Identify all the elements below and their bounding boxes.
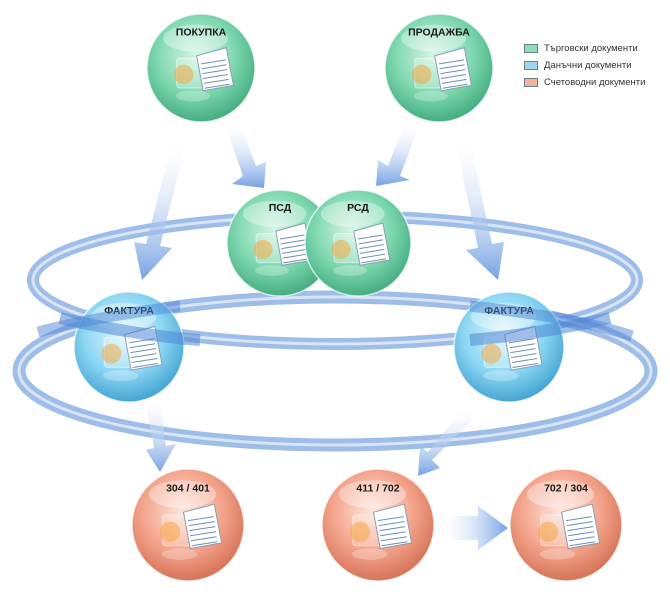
node-gloss xyxy=(163,24,229,52)
arrow-invoice-to-304-401 xyxy=(146,400,176,472)
node-rsd: РСД xyxy=(304,189,412,297)
node-label: ПСД xyxy=(269,202,292,214)
legend-item-accounting: Счетоводни документи xyxy=(524,74,645,91)
node-sale: ПРОДАЖБА xyxy=(384,13,494,123)
document-monitor-icon xyxy=(538,503,601,560)
node-psd: ПСД xyxy=(226,189,334,297)
document-monitor-icon xyxy=(350,503,413,560)
node-gloss xyxy=(148,480,216,509)
node-gloss xyxy=(338,480,406,509)
document-monitor-icon xyxy=(412,47,472,102)
document-monitor-icon xyxy=(174,47,234,102)
legend-swatch-tax xyxy=(524,61,538,70)
legend-swatch-trade xyxy=(524,44,538,53)
node-acc-411-702: 411 / 702 xyxy=(321,468,435,582)
legend-item-tax: Данъчни документи xyxy=(524,57,645,74)
node-label: 411 / 702 xyxy=(356,482,399,494)
arrow-invoice-to-411-702 xyxy=(418,410,474,476)
node-acc-702-304: 702 / 304 xyxy=(509,468,623,582)
legend-label-tax: Данъчни документи xyxy=(544,60,632,71)
arrows xyxy=(134,124,504,476)
document-monitor-icon xyxy=(253,222,313,276)
node-gloss xyxy=(401,24,466,52)
node-gloss xyxy=(320,200,385,228)
arrow-411-702-to-702-304 xyxy=(444,506,508,550)
lower-ring-front-left xyxy=(36,300,181,338)
legend-label-accounting: Счетоводни документи xyxy=(544,77,646,88)
node-label: 304 / 401 xyxy=(166,482,210,494)
arrow-purchase-to-psd xyxy=(226,124,266,188)
arrow-sale-to-invoice xyxy=(456,142,504,280)
document-monitor-icon xyxy=(101,325,163,382)
arrow-purchase-to-invoice xyxy=(134,142,186,280)
legend-swatch-accounting xyxy=(524,78,538,87)
node-gloss xyxy=(242,200,307,228)
node-label: 702 / 304 xyxy=(544,482,588,494)
node-purchase: ПОКУПКА xyxy=(146,13,256,123)
legend-item-trade: Търговски документи xyxy=(524,40,645,57)
node-label: РСД xyxy=(347,202,369,214)
arrow-sale-to-rsd xyxy=(376,124,418,186)
node-label: ПРОДАЖБА xyxy=(408,27,470,39)
document-monitor-icon xyxy=(160,503,223,560)
rings-front xyxy=(36,300,634,346)
lower-ring-front-right xyxy=(469,300,634,342)
node-gloss xyxy=(526,480,595,509)
node-label: ПОКУПКА xyxy=(176,27,227,39)
node-acc-304-401: 304 / 401 xyxy=(131,468,245,582)
document-monitor-icon xyxy=(331,222,391,276)
legend-label-trade: Търговски документи xyxy=(544,43,638,54)
lower-ring-highlight xyxy=(17,295,653,447)
legend: Търговски документи Данъчни документи Сч… xyxy=(524,40,645,91)
